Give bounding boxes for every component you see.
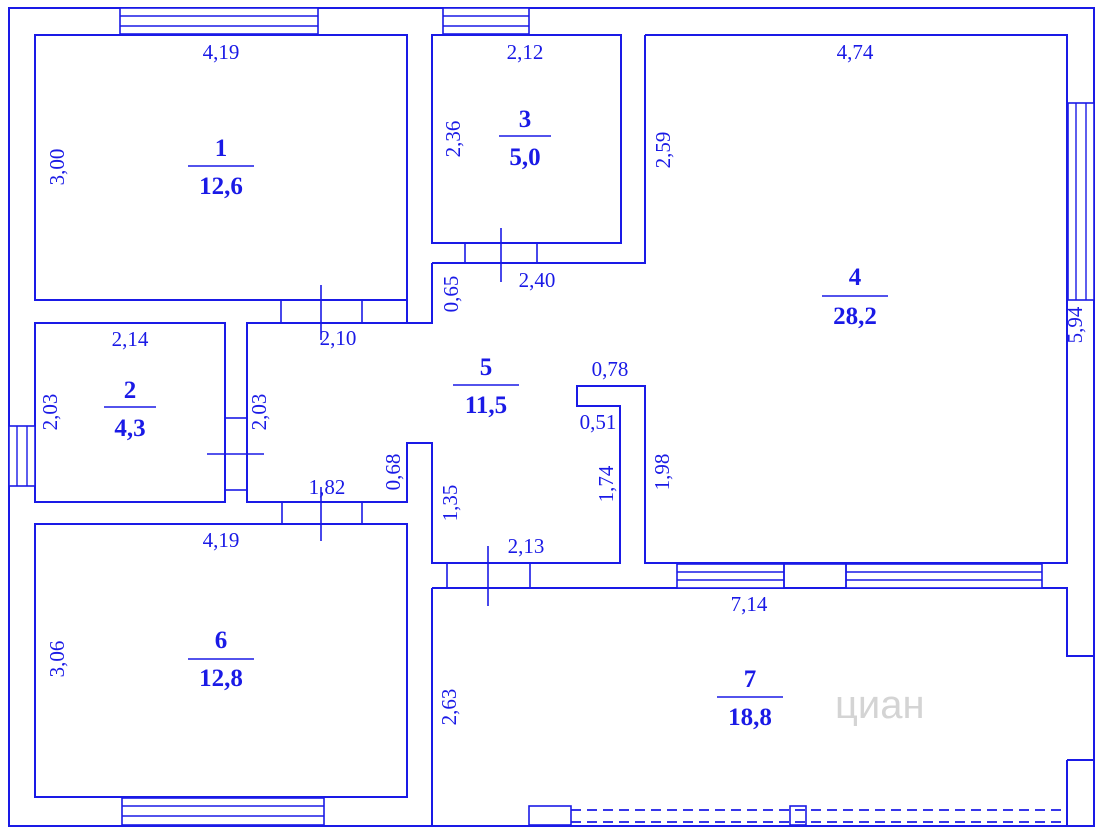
dim-r1-top: 4,19 [203, 40, 240, 64]
room-7-label: 7 18,8 [717, 666, 783, 731]
door-room-2 [207, 417, 264, 491]
dim-r7-top: 7,14 [731, 592, 768, 616]
room-1-label: 1 12,6 [188, 135, 254, 200]
dim-hall-top: 2,10 [320, 326, 357, 350]
room-7-number: 7 [744, 666, 757, 693]
room-6-outline [34, 523, 408, 798]
room-5-number: 5 [480, 354, 493, 381]
dim-r6-left: 3,06 [45, 641, 69, 678]
dim-col-top: 0,78 [592, 357, 629, 381]
room-7-area: 18,8 [728, 704, 772, 731]
room-6-number: 6 [215, 627, 228, 654]
room-2-outline [34, 322, 226, 503]
room-5-label: 5 11,5 [453, 354, 519, 419]
dim-r2-top: 2,14 [112, 327, 149, 351]
dim-hall-inner-bottom: 2,13 [508, 534, 545, 558]
room-4-area: 28,2 [833, 303, 877, 330]
room-4-label: 4 28,2 [822, 264, 888, 330]
window-room-4 [1067, 102, 1095, 301]
watermark-text: циан [835, 683, 925, 727]
door-room-1 [280, 285, 363, 340]
balcony-edge [528, 805, 1067, 826]
dim-r4-right: 5,94 [1063, 306, 1087, 343]
hall-wall [407, 263, 433, 324]
dim-hall-step-left: 1,35 [438, 485, 462, 522]
dim-col-left: 1,74 [594, 465, 618, 502]
dim-r1-left: 3,00 [45, 149, 69, 186]
room-2-area: 4,3 [114, 415, 145, 442]
window-room-7-left [676, 563, 785, 589]
dim-hall-bottom: 1,82 [309, 475, 346, 499]
door-room-6 [281, 487, 363, 541]
dim-hall-step: 0,68 [381, 454, 405, 491]
window-room-3 [442, 7, 530, 35]
dim-r3-left: 2,36 [441, 121, 465, 158]
room-3-label: 3 5,0 [499, 106, 551, 171]
window-room-7-right [845, 563, 1043, 589]
dim-hall-below3: 2,40 [519, 268, 556, 292]
dim-r6-top: 4,19 [203, 528, 240, 552]
dim-hall-left: 2,03 [247, 394, 271, 431]
window-room-2 [8, 425, 36, 487]
outer-wall [8, 7, 1095, 827]
room-6-label: 6 12,8 [188, 627, 254, 692]
room-2-number: 2 [124, 377, 137, 404]
dim-r4-top: 4,74 [837, 40, 874, 64]
room-4-number: 4 [849, 264, 862, 291]
room-7-outline [431, 587, 1094, 826]
dim-hall-notch: 0,65 [439, 276, 463, 313]
room-1-number: 1 [215, 135, 228, 162]
dim-r2-left: 2,03 [38, 394, 62, 431]
room-3-area: 5,0 [509, 144, 540, 171]
door-room-4 [783, 563, 847, 589]
dim-r3-top: 2,12 [507, 40, 544, 64]
dim-col-side: 0,51 [580, 410, 617, 434]
dim-r4-inner-left: 1,98 [650, 454, 674, 491]
room-1-outline [34, 34, 408, 301]
dim-r3-right: 2,59 [651, 132, 675, 169]
door-room-7 [446, 546, 531, 606]
room-6-area: 12,8 [199, 665, 243, 692]
dim-r7-left: 2,63 [437, 689, 461, 726]
room-1-area: 12,6 [199, 173, 243, 200]
room-3-number: 3 [519, 106, 532, 133]
window-room-6 [121, 797, 325, 826]
window-room-1 [119, 7, 319, 35]
door-room-3 [464, 228, 538, 282]
room-2-label: 2 4,3 [104, 377, 156, 442]
room-5-area: 11,5 [465, 392, 507, 419]
